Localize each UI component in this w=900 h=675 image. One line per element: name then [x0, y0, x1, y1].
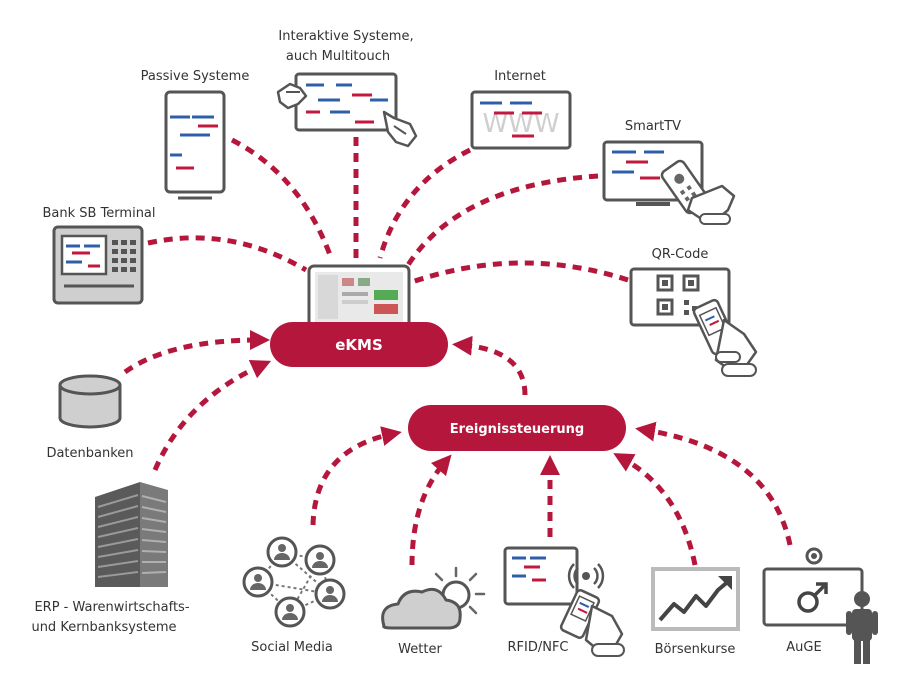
internet-label: Internet [494, 69, 546, 84]
office-building-icon [95, 482, 168, 587]
tv-remote-icon [602, 140, 736, 225]
stock-chart-icon [651, 567, 740, 631]
node-erp: ERP - Warenwirtschafts- und Kernbanksyst… [31, 482, 190, 635]
node-boerse: Börsenkurse [651, 567, 740, 657]
male-sign-screen-icon [762, 547, 878, 664]
node-social: Social Media [242, 536, 346, 655]
rfid-phone-icon [503, 546, 625, 657]
rfid-label: RFID/NFC [507, 640, 568, 655]
erp-label-1: ERP - Warenwirtschafts- [34, 600, 189, 615]
node-internet: Internet WWW [470, 69, 572, 150]
connector-boerse [613, 453, 698, 566]
interaktiv-label-1: Interaktive Systeme, [278, 29, 413, 44]
connector-bank [147, 235, 308, 273]
ekms-label: eKMS [335, 336, 383, 354]
boerse-label: Börsenkurse [655, 642, 736, 657]
weather-icon [381, 566, 486, 630]
display-stand-icon [164, 90, 226, 200]
connector-social [310, 426, 402, 526]
database-icon [58, 374, 122, 429]
connector-auge [635, 421, 793, 546]
browser-window-icon: WWW [470, 90, 572, 150]
node-interaktiv: Interaktive Systeme, auch Multitouch [276, 29, 418, 148]
connector-passive [230, 137, 333, 256]
ekms-hub: eKMS [270, 264, 448, 367]
node-passive: Passive Systeme [141, 69, 250, 200]
qrcode-label: QR-Code [652, 247, 709, 262]
connector-smarttv [405, 173, 599, 267]
ereignis-pill [408, 405, 626, 451]
node-datenbanken: Datenbanken [46, 374, 134, 461]
atm-icon [52, 225, 144, 305]
erp-label-2: und Kernbanksysteme [31, 620, 176, 635]
node-qrcode: QR-Code [629, 247, 758, 377]
node-wetter: Wetter [381, 566, 486, 657]
ereignis-label: Ereignissteuerung [450, 422, 584, 437]
node-rfid: RFID/NFC [503, 546, 625, 657]
social-network-icon [242, 536, 346, 628]
datenbanken-label: Datenbanken [46, 446, 133, 461]
node-auge: AuGE [762, 547, 878, 664]
node-bank: Bank SB Terminal [42, 206, 156, 305]
wetter-label: Wetter [398, 642, 442, 657]
connectors [123, 137, 793, 566]
connector-qrcode [411, 260, 629, 285]
connector-erp [152, 360, 272, 471]
tablet-icon [307, 264, 411, 330]
social-label: Social Media [251, 640, 333, 655]
qr-phone-icon [629, 267, 758, 377]
smarttv-label: SmartTV [625, 119, 681, 134]
connector-datenbanken [123, 330, 270, 375]
interaktiv-label-2: auch Multitouch [286, 49, 390, 64]
bank-label: Bank SB Terminal [42, 206, 155, 221]
auge-label: AuGE [786, 640, 821, 655]
node-smarttv: SmartTV [602, 119, 736, 225]
ekms-pill [270, 322, 448, 367]
connector-ereignis-ekms [452, 335, 528, 396]
connector-wetter [409, 454, 452, 566]
ereignis-hub: Ereignissteuerung [408, 405, 626, 451]
touch-screen-icon [276, 72, 418, 148]
connector-internet [377, 147, 472, 259]
passive-label: Passive Systeme [141, 69, 250, 84]
